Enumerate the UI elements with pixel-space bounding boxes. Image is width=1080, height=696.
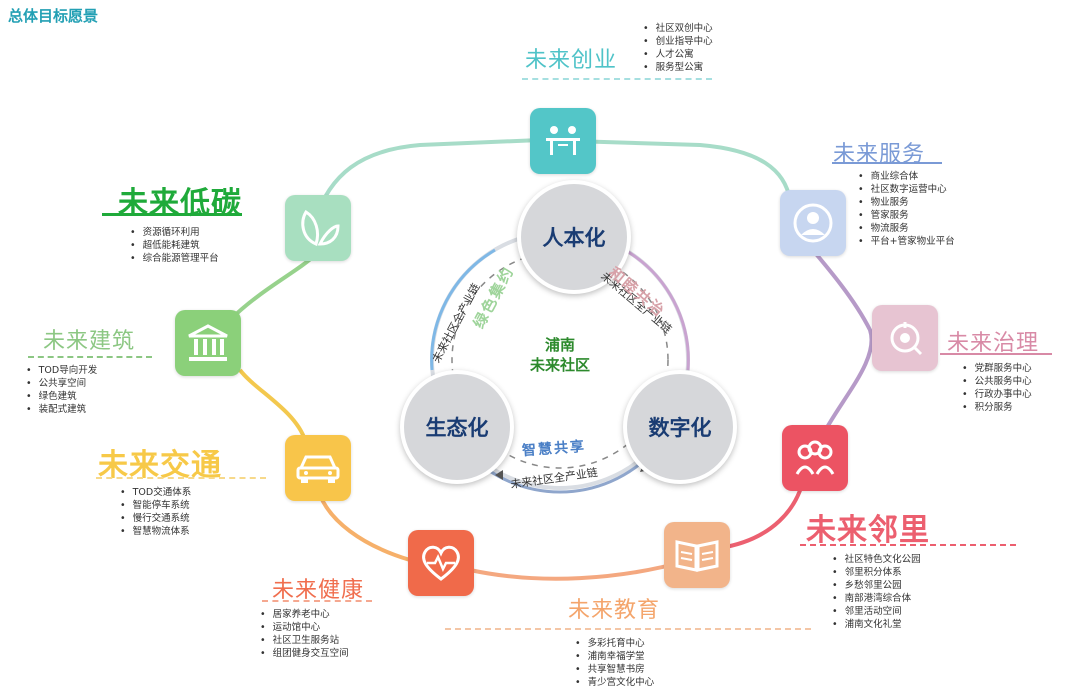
- node-shengtaihua: 生态化: [400, 370, 514, 484]
- list-item: 社区双创中心: [643, 22, 713, 35]
- page-title: 总体目标愿景: [8, 7, 99, 25]
- list-item: 商业综合体: [858, 170, 955, 183]
- title-jiankang: 未来健康: [272, 578, 365, 603]
- list-item: 南部港湾综合体: [832, 592, 921, 605]
- outer-path-left-upper: [228, 253, 317, 322]
- underline-jianzhu: [28, 356, 152, 358]
- title-zhili: 未来治理: [947, 331, 1040, 356]
- list-item: 邻里积分体系: [832, 566, 921, 579]
- center-label: 浦南 未来社区: [510, 335, 610, 375]
- heart-pulse-icon: [408, 530, 474, 596]
- list-item: 智慧物流体系: [120, 525, 191, 538]
- list-item: 物业服务: [858, 196, 955, 209]
- list-item: 居家养老中心: [260, 608, 349, 621]
- title-jianzhu: 未来建筑: [43, 329, 136, 354]
- inner-ring-right-arc: [624, 248, 690, 371]
- list-item: 综合能源管理平台: [130, 252, 219, 265]
- list-chuangye: 社区双创中心 创业指导中心 人才公寓 服务型公寓: [643, 22, 713, 74]
- list-item: 公共服务中心: [962, 375, 1032, 388]
- list-item: TOD交通体系: [120, 486, 192, 499]
- list-item: 智能停车系统: [120, 499, 191, 512]
- underline-jiaotong: [96, 477, 266, 479]
- leaf-icon: [285, 195, 351, 261]
- meeting-icon: [530, 108, 596, 174]
- node-renbenhua: 人本化: [517, 180, 631, 294]
- list-jianzhu: TOD导向开发 公共享空间 绿色建筑 装配式建筑: [26, 364, 98, 416]
- underline-ditan: [102, 213, 242, 216]
- list-item: 党群服务中心: [962, 362, 1032, 375]
- list-item: 平台+管家物业平台: [858, 235, 955, 248]
- outer-path-left: [238, 368, 307, 441]
- list-jiaotong: TOD交通体系 智能停车系统 慢行交通系统 智慧物流体系: [120, 486, 192, 538]
- user-service-icon: [780, 190, 846, 256]
- building-icon: [175, 310, 241, 376]
- list-jiankang: 居家养老中心 运动馆中心 社区卫生服务站 组团健身交互空间: [260, 608, 349, 660]
- governance-icon: [872, 305, 938, 371]
- underline-zhili: [940, 353, 1052, 355]
- list-item: 绿色建筑: [26, 390, 97, 403]
- list-item: 创业指导中心: [643, 35, 713, 48]
- list-item: 多彩托育中心: [575, 637, 654, 650]
- list-fuwu: 商业综合体 社区数字运营中心 物业服务 管家服务 物流服务 平台+管家物业平台: [858, 170, 955, 248]
- list-item: 超低能耗建筑: [130, 239, 219, 252]
- list-item: 青少宫文化中心: [575, 676, 655, 689]
- list-linli: 社区特色文化公园 邻里积分体系 乡愁邻里公园 南部港湾综合体 邻里活动空间 浦南…: [832, 553, 921, 631]
- underline-linli: [800, 544, 1016, 546]
- arrow-bottom: [495, 470, 503, 480]
- inner-ring-left-arc: [430, 248, 496, 371]
- list-item: 积分服务: [962, 401, 1032, 414]
- outer-path-top: [313, 137, 792, 221]
- center-line-1: 浦南: [544, 336, 575, 354]
- list-item: 服务型公寓: [643, 61, 713, 74]
- outer-path-right: [798, 233, 874, 441]
- neighbors-icon: [782, 425, 848, 491]
- list-item: 公共享空间: [26, 377, 97, 390]
- list-zhili: 党群服务中心 公共服务中心 行政办事中心 积分服务: [962, 362, 1032, 414]
- title-chuangye: 未来创业: [525, 48, 618, 73]
- list-item: 组团健身交互空间: [260, 647, 349, 660]
- title-jiaoyu: 未来教育: [568, 598, 661, 623]
- list-item: 乡愁邻里公园: [832, 579, 921, 592]
- list-item: 物流服务: [858, 222, 955, 235]
- car-icon: [285, 435, 351, 501]
- list-item: 共享智慧书房: [575, 663, 654, 676]
- list-item: 资源循环利用: [130, 226, 219, 239]
- book-icon: [664, 522, 730, 588]
- list-ditan: 资源循环利用 超低能耗建筑 综合能源管理平台: [130, 226, 219, 265]
- list-item: 装配式建筑: [26, 403, 97, 416]
- list-item: 人才公寓: [643, 48, 713, 61]
- list-item: 浦南幸福学堂: [575, 650, 654, 663]
- list-item: 社区特色文化公园: [832, 553, 921, 566]
- list-item: 行政办事中心: [962, 388, 1032, 401]
- list-item: 管家服务: [858, 209, 955, 222]
- title-linli: 未来邻里: [806, 513, 930, 548]
- list-item: 社区数字运营中心: [858, 183, 955, 196]
- list-item: TOD导向开发: [26, 364, 98, 377]
- list-item: 运动馆中心: [260, 621, 349, 634]
- center-line-2: 未来社区: [529, 356, 590, 374]
- list-item: 社区卫生服务站: [260, 634, 349, 647]
- list-jiaoyu: 多彩托育中心 浦南幸福学堂 共享智慧书房 青少宫文化中心: [575, 637, 655, 689]
- outer-path-bottom: [469, 558, 691, 581]
- underline-fuwu: [832, 162, 942, 164]
- outer-path-left-lower: [318, 494, 411, 562]
- underline-jiaoyu: [445, 628, 811, 630]
- underline-jiankang: [262, 600, 372, 602]
- list-item: 浦南文化礼堂: [832, 618, 921, 631]
- node-shuzihua: 数字化: [623, 370, 737, 484]
- list-item: 邻里活动空间: [832, 605, 921, 618]
- underline-chuangye: [522, 78, 712, 80]
- list-item: 慢行交通系统: [120, 512, 191, 525]
